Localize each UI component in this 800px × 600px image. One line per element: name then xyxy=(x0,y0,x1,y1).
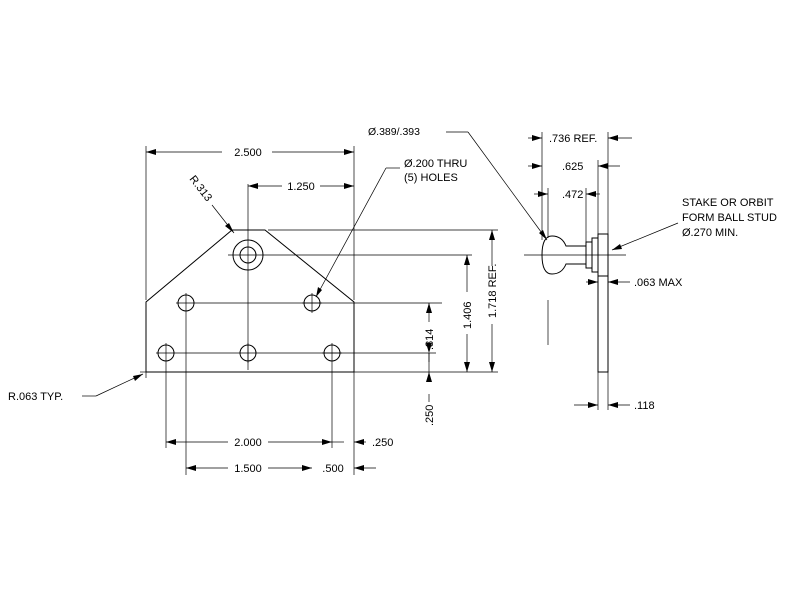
plate-edge xyxy=(597,275,609,373)
dim-625: .625 xyxy=(528,161,620,173)
note-stake-line2: FORM BALL STUD xyxy=(682,212,777,224)
dim-r063-label: R.063 TYP. xyxy=(8,391,63,403)
dim-472-label: .472 xyxy=(562,189,583,201)
dim-118-label: .118 xyxy=(634,400,655,412)
side-view-geometry xyxy=(524,233,626,373)
dim-r313-label: R.313 xyxy=(187,173,215,204)
dim-ball-dia: Ø.389/.393 xyxy=(368,126,548,241)
dim-1250-label: 1.250 xyxy=(287,181,315,193)
dim-1500-label: 1.500 xyxy=(234,463,262,475)
dim-ball-dia-label: Ø.389/.393 xyxy=(368,126,420,138)
dim-625-label: .625 xyxy=(562,161,583,173)
dim-r313: R.313 xyxy=(187,173,235,234)
dim-250-vertical: .250 xyxy=(424,353,436,426)
dim-118: .118 xyxy=(574,400,655,412)
dim-063-max: .063 MAX xyxy=(586,277,683,289)
dim-r063: R.063 TYP. xyxy=(8,373,144,403)
note-holes: Ø.200 THRU (5) HOLES xyxy=(315,158,467,298)
note-stake-line3: Ø.270 MIN. xyxy=(682,227,738,239)
plate-outline xyxy=(145,229,355,373)
dim-2500-label: 2.500 xyxy=(234,147,262,159)
ball-stud xyxy=(541,235,587,275)
note-stake-line1: STAKE OR ORBIT xyxy=(682,197,774,209)
dim-1406-label: 1.406 xyxy=(462,301,474,329)
dim-500: .500 xyxy=(322,463,376,475)
note-holes-line1: Ø.200 THRU xyxy=(404,158,467,170)
dim-2000: 2.000 xyxy=(166,437,332,449)
dim-814-label: .814 xyxy=(424,329,436,350)
side-extension-lines xyxy=(541,132,609,410)
dim-472: .472 xyxy=(534,189,600,201)
dim-250-vertical-label: .250 xyxy=(424,405,436,426)
dim-1500: 1.500 xyxy=(186,463,312,475)
dim-063-label: .063 MAX xyxy=(634,277,683,289)
extension-lines xyxy=(145,146,498,475)
dim-2000-label: 2.000 xyxy=(234,437,262,449)
dim-1718-ref: 1.718 REF. xyxy=(487,230,499,372)
note-stake: STAKE OR ORBIT FORM BALL STUD Ø.270 MIN. xyxy=(611,197,777,251)
dim-250-horizontal-label: .250 xyxy=(372,437,393,449)
dim-814: .814 xyxy=(424,303,436,372)
dim-1250: 1.250 xyxy=(248,181,354,193)
dim-250-horizontal: .250 xyxy=(332,437,393,449)
dim-736-ref: .736 REF. xyxy=(528,133,632,145)
note-holes-line2: (5) HOLES xyxy=(404,172,458,184)
dim-1406: 1.406 xyxy=(462,255,474,372)
dim-500-label: .500 xyxy=(322,463,343,475)
dim-736-label: .736 REF. xyxy=(549,133,597,145)
center-lines xyxy=(140,184,442,475)
dim-2500: 2.500 xyxy=(146,147,354,159)
dim-1718-label: 1.718 REF. xyxy=(487,264,499,318)
